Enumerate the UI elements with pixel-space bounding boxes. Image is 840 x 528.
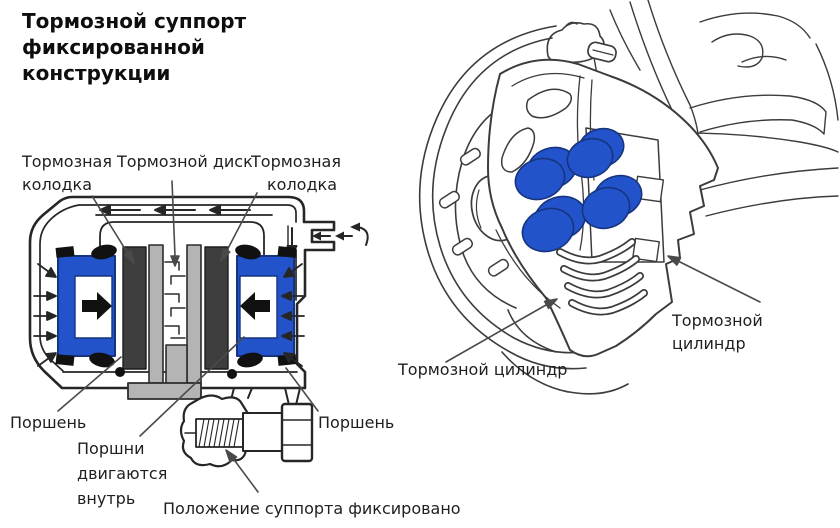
label-pistons-move-inward: Поршни двигаются внутрь	[77, 439, 168, 508]
label-brake-pad-right: Тормозная колодка	[251, 152, 341, 194]
piston-3d-outer-bottom	[521, 195, 587, 253]
brake-pad-left-shape	[122, 246, 147, 370]
brake-pad-right-shape	[204, 246, 229, 370]
assembly-leader-arrows	[445, 255, 761, 363]
piston-3d-inner-bottom	[581, 174, 643, 230]
cross-section-diagram	[28, 180, 369, 493]
label-caliper-position-fixed: Положение суппорта фиксировано	[163, 499, 461, 518]
piston-3d-outer-top	[514, 146, 578, 201]
caliper-ribs	[556, 238, 648, 316]
label-brake-cylinder-right: Тормозной цилиндр	[672, 311, 763, 353]
label-brake-disc: Тормозной диск	[117, 152, 253, 171]
label-piston-right: Поршень	[318, 413, 395, 432]
label-brake-cylinder-left: Тормозной цилиндр	[398, 360, 568, 379]
pistons-3d	[514, 127, 643, 253]
pressure-arrows	[33, 263, 305, 367]
piston-left-shape	[55, 244, 125, 377]
piston-3d-inner-top	[566, 127, 625, 179]
section-leader-lines	[57, 180, 319, 493]
assembly-diagram	[418, 0, 839, 395]
piston-right-shape	[227, 244, 297, 379]
label-piston-left: Поршень	[10, 413, 87, 432]
bleeder-valve	[587, 41, 617, 63]
brake-disc-section	[127, 244, 202, 400]
mounting-bolt-shape	[179, 387, 314, 468]
fluid-inlet-arrows	[312, 222, 369, 246]
label-brake-pad-left: Тормозная колодка	[22, 152, 112, 194]
page-title: Тормозной суппорт фиксированной конструк…	[22, 9, 247, 85]
